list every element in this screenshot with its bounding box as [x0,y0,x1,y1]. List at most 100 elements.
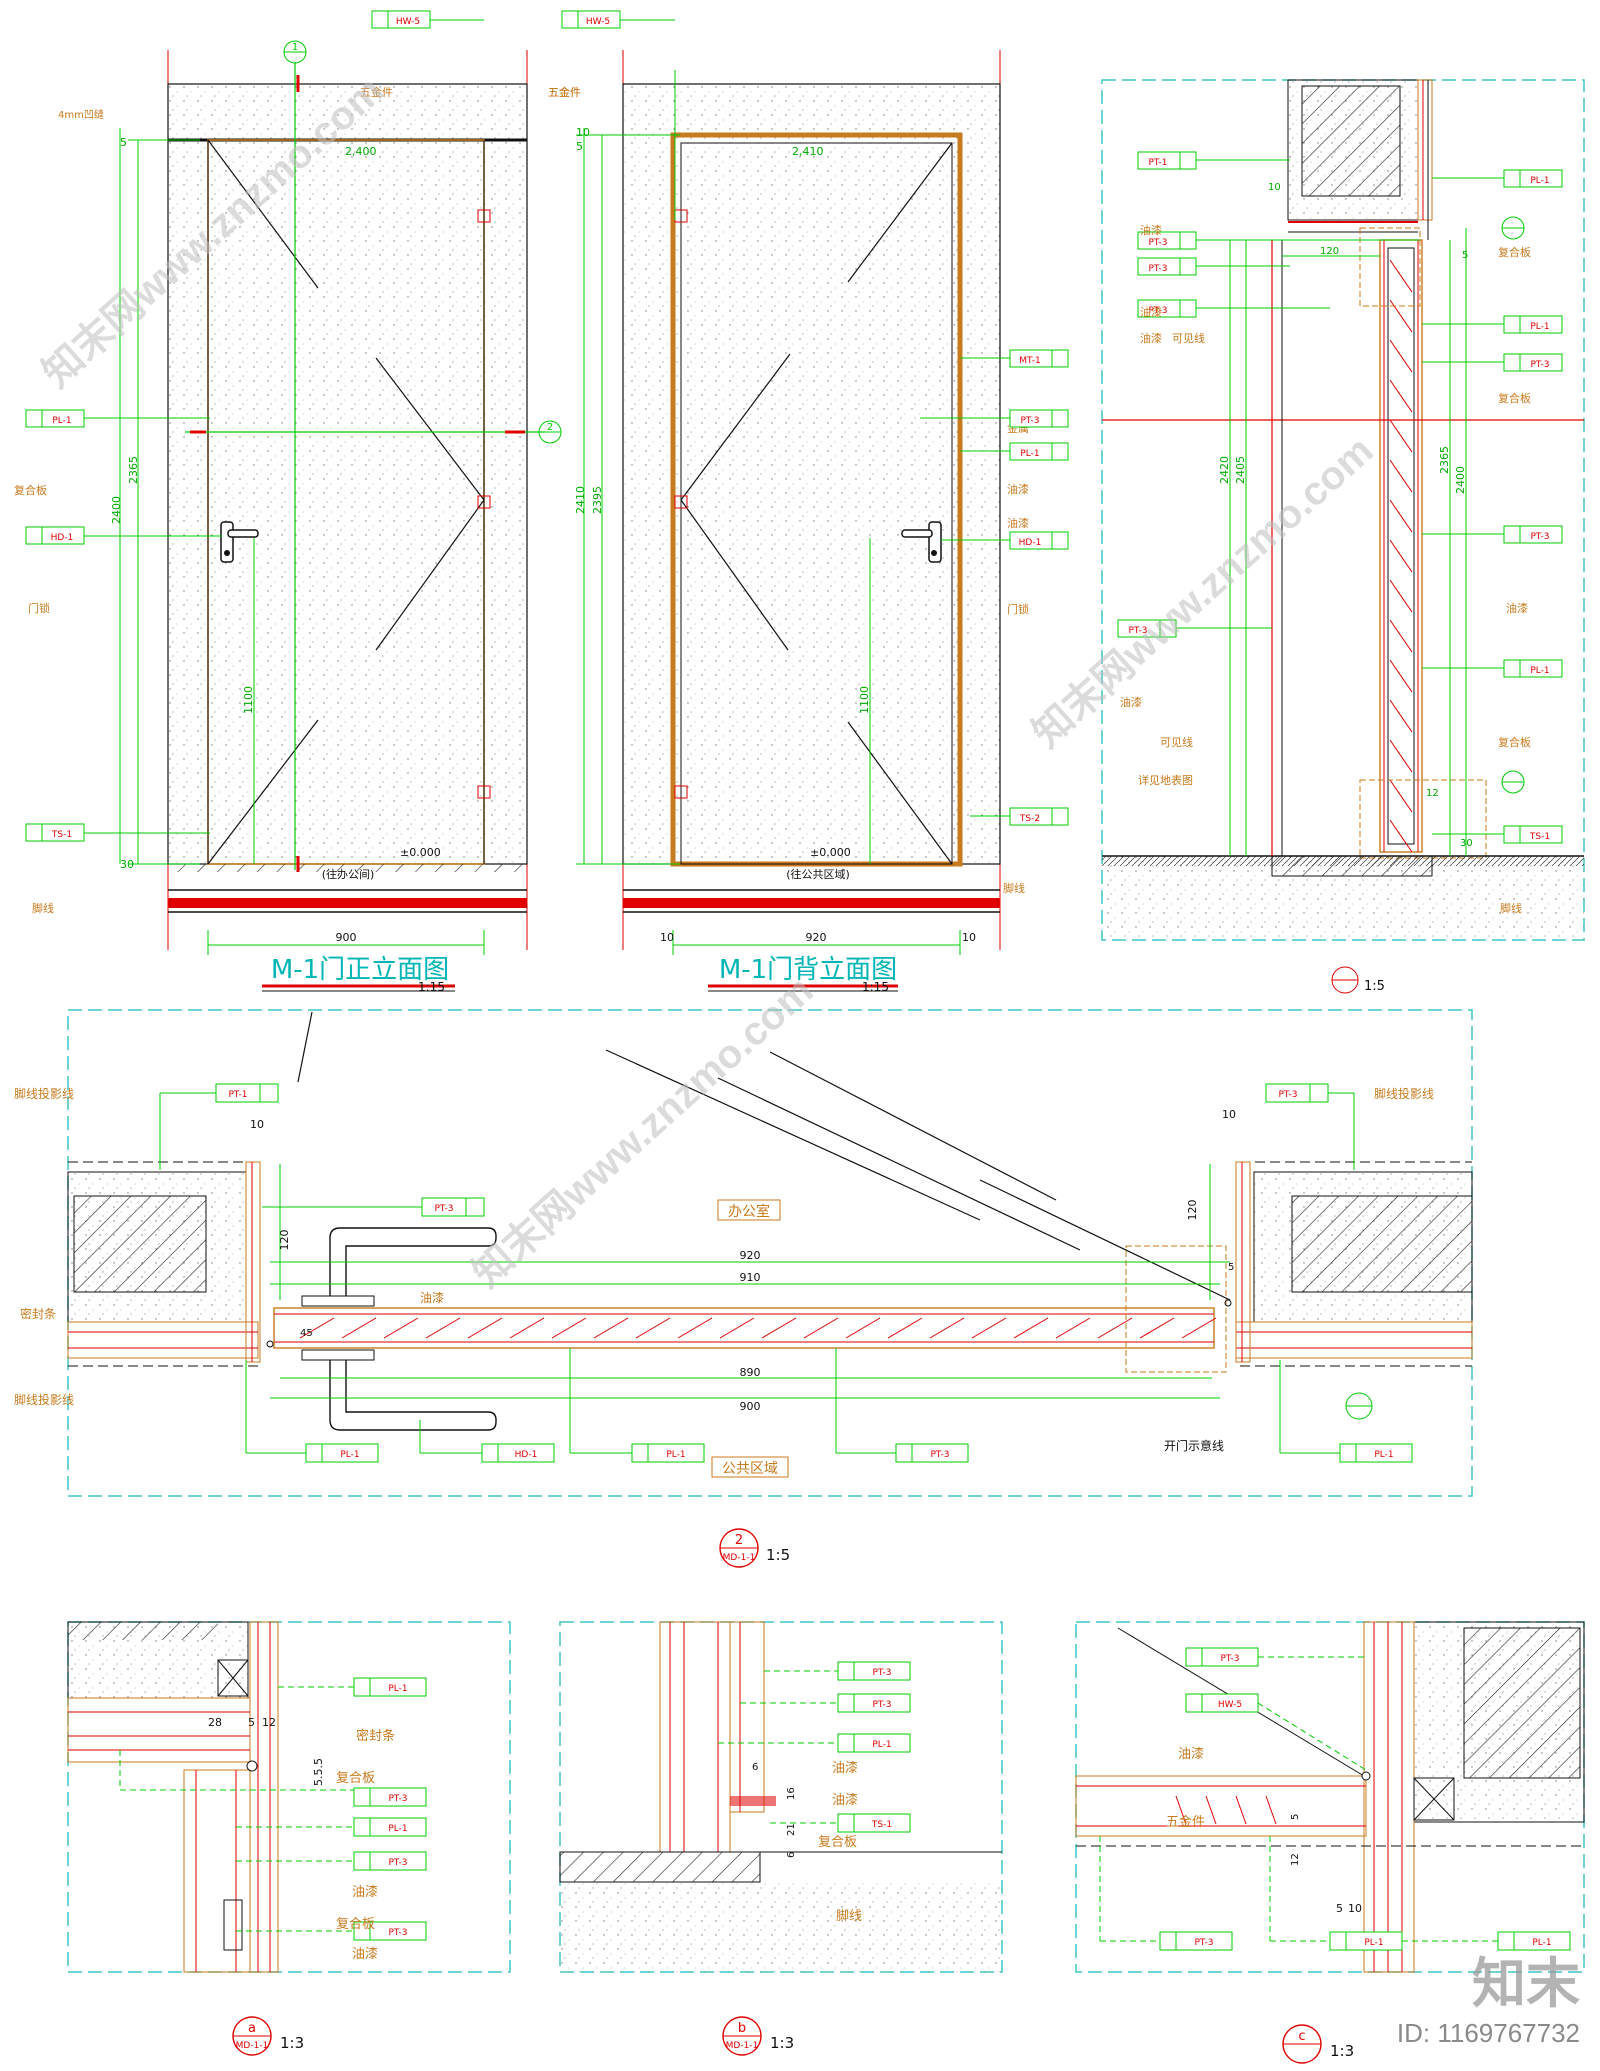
detail-b-dim-4: 6 [786,1852,797,1858]
core-stroke [1389,579,1413,613]
back-level: ±0.000 [810,846,851,859]
s1-note-paint-3: 油漆 [1140,331,1162,345]
plan-base-proj-bl: 脚线投影线 [14,1392,74,1407]
front-level: ±0.000 [400,846,441,859]
svg-text:TS-1: TS-1 [871,1820,892,1830]
core-stroke [1389,459,1413,493]
svg-text:PT-3: PT-3 [1128,626,1147,636]
s1-note-composite-1: 复合板 [1498,245,1531,259]
svg-text:PT-3: PT-3 [1020,416,1039,426]
s1-note-visible-1: 可见线 [1172,331,1205,345]
core-stroke [929,1317,965,1339]
svg-text:HD-1: HD-1 [515,1450,538,1460]
svg-text:PT-3: PT-3 [1194,1938,1213,1948]
s1-dim-2400: 2400 [1454,466,1467,494]
front-note-lock: 门锁 [28,601,50,615]
detail-a-tag-3: PL-1 [236,1817,427,1837]
plan-tag-bottom-pt3: PT-3 [835,1348,969,1463]
svg-text:PL-1: PL-1 [340,1450,359,1460]
svg-text:PL-1: PL-1 [1364,1938,1383,1948]
plan-tag-bottom-pl1: PL-1 [245,1360,379,1463]
core-stroke [509,1317,545,1339]
s1-dim-30: 30 [1460,838,1473,849]
back-note-lock: 门锁 [1007,602,1029,616]
plan-handle-inside [301,1227,497,1307]
svg-text:MT-1: MT-1 [1019,356,1040,366]
detail-c-tag-5: PL-1 [1402,1931,1571,1951]
plan-dim-920: 920 [740,1249,761,1262]
back-note-paint2: 油漆 [1007,516,1029,530]
plan-tag-pt3-b: PT-3 [1265,1083,1355,1170]
detail-b-tag-2: PT-3 [740,1693,911,1713]
plan-seal-label: 密封条 [20,1306,56,1321]
svg-text:1: 1 [292,42,298,53]
detail-c-dim-12: 12 [1290,1853,1301,1866]
plan-paint-label: 油漆 [420,1291,444,1305]
s1-tag-r-pl1b: PL-1 [1422,315,1563,334]
detail-c-dim-10: 10 [1348,1902,1362,1915]
svg-text:PL-1: PL-1 [1374,1450,1393,1460]
front-width-dim: 900 [336,931,357,944]
detail-b-tag-4: TS-1 [770,1813,911,1833]
back-tag-mt1: MT-1 [960,349,1069,368]
s1-tag-r-pl1: PL-1 [1432,169,1563,188]
back-width-dim: 920 [806,931,827,944]
svg-text:PL-1: PL-1 [388,1684,407,1694]
detail-a-note-composite-2: 复合板 [336,1917,375,1932]
front-tag-hw5: HW-5 [371,10,484,29]
core-stroke [635,1317,671,1339]
s1-tag-pt1: PT-1 [1137,151,1290,170]
detail-c-scale: 1:3 [1330,2042,1354,2060]
front-tag-pl1: PL-1 [25,409,210,428]
core-stroke [1097,1317,1133,1339]
svg-text:PT-3: PT-3 [388,1794,407,1804]
s1-tag-pt3-b: PT-3 [1137,257,1290,276]
plan-dim-5: 5 [1228,1262,1234,1273]
svg-text:PT-3: PT-3 [930,1450,949,1460]
detail-a-tag-2: PT-3 [353,1787,427,1807]
core-stroke [1389,259,1413,293]
core-stroke [1181,1317,1217,1339]
plan-base-proj-tr: 脚线投影线 [1374,1086,1434,1101]
detail-a-note-seal: 密封条 [356,1728,395,1744]
detail-b-scale: 1:3 [770,2034,794,2052]
core-stroke [299,1317,335,1339]
svg-text:PT-3: PT-3 [1148,264,1167,274]
core-stroke [1389,739,1413,773]
back-tag-hw5: HW-5 [561,10,675,29]
back-top-dim: 2,410 [792,145,824,158]
core-stroke [1389,619,1413,653]
front-note-hw-inside: 五金件 [360,85,393,99]
detail-a-label: a [248,2021,256,2036]
s1-note-composite-2: 复合板 [1498,391,1531,405]
core-stroke [845,1317,881,1339]
back-dim-5: 5 [576,140,583,153]
detail-c-dim-5b: 5 [1290,1814,1301,1820]
back-tag-ts2: TS-2 [970,807,1069,826]
detail-c-tag-1: PT-3 [1185,1647,1366,1667]
detail-c-dim-5: 5 [1336,1902,1343,1915]
svg-text:PT-3: PT-3 [1220,1654,1239,1664]
back-dim-2395: 2395 [591,486,604,514]
front-note-composite: 复合板 [14,483,47,497]
back-tag-hd1: HD-1 [941,531,1069,550]
plan-handle-outside [301,1349,497,1431]
s1-note-paint-2: 油漆 [1140,305,1162,319]
brand-id: ID: 1169767732 [1396,2018,1580,2048]
detail-a-dim-28: 28 [208,1716,222,1729]
s1-note-paint-1: 油漆 [1140,223,1162,237]
svg-text:PL-1: PL-1 [1020,449,1039,459]
detail-a-dim-5: 5 [248,1716,255,1729]
s1-note-baseline: 脚线 [1500,901,1522,915]
front-zone-note: (往办公间) [322,867,375,881]
core-stroke [1389,299,1413,333]
core-stroke [467,1317,503,1339]
svg-text:HD-1: HD-1 [1019,538,1042,548]
plan-dim-45: 45 [300,1328,313,1339]
s1-note-composite-3: 复合板 [1498,735,1531,749]
core-stroke [1389,819,1413,853]
detail-b-dim-1: 6 [752,1762,758,1773]
s1-dim-120: 120 [1320,246,1339,257]
s1-dim-2420: 2420 [1218,456,1231,484]
s1-scale: 1:5 [1364,979,1385,994]
